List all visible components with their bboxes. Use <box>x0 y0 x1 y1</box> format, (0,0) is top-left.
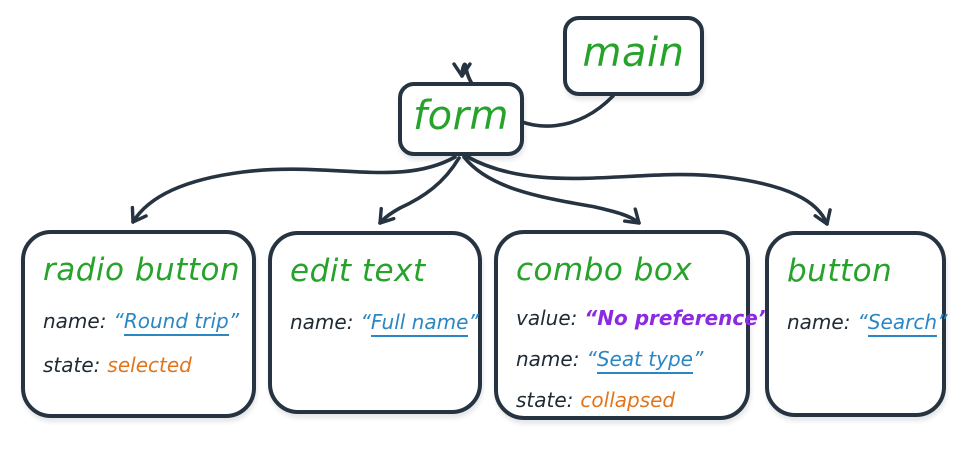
property-row-name: name:“Round trip” <box>43 306 239 336</box>
property-key: value: <box>516 306 578 330</box>
property-value: collapsed <box>580 388 676 412</box>
node-button-label: button <box>787 253 893 289</box>
property-value-text: Search <box>867 310 937 337</box>
property-row-name: name:“Search” <box>787 307 947 337</box>
node-button: button name:“Search” <box>765 231 947 417</box>
property-key: name: <box>290 310 354 334</box>
node-main-label: main <box>582 30 685 76</box>
node-form-label: form <box>413 93 509 139</box>
node-edit-text: edit text name:“Full name” <box>268 231 482 414</box>
open-quote: “ <box>113 309 124 333</box>
node-radio-button: radio button name:“Round trip” state:sel… <box>21 230 256 418</box>
edge-form-to-button <box>464 154 832 226</box>
property-key: name: <box>516 347 580 371</box>
property-key: state: <box>516 388 574 412</box>
edge-form-to-combo-box <box>462 155 641 225</box>
property-value: selected <box>107 353 192 377</box>
property-key: name: <box>787 310 851 334</box>
property-row-state: state:collapsed <box>516 385 730 415</box>
open-quote: “ <box>584 306 598 330</box>
property-value: “Round trip” <box>113 309 239 336</box>
open-quote: “ <box>857 310 868 334</box>
node-form: form <box>398 82 524 156</box>
property-row-name: name:“Full name” <box>290 307 479 337</box>
property-row-state: state:selected <box>43 350 236 380</box>
property-row-value: value:“No preference” <box>516 303 771 333</box>
node-main: main <box>563 16 704 96</box>
node-combo-box-label: combo box <box>516 252 693 288</box>
node-radio-button-label: radio button <box>43 252 241 288</box>
close-quote: ” <box>937 310 948 334</box>
property-value: “No preference” <box>584 306 770 330</box>
property-value: “Seat type” <box>586 347 703 374</box>
property-row-name: name:“Seat type” <box>516 344 730 374</box>
property-key: state: <box>43 353 101 377</box>
property-key: name: <box>43 309 107 333</box>
open-quote: “ <box>360 310 371 334</box>
close-quote: ” <box>228 309 240 333</box>
node-edit-text-label: edit text <box>290 253 426 289</box>
edge-form-to-radio-button <box>130 155 457 224</box>
property-value-text: Seat type <box>596 347 693 374</box>
property-value-text: Round trip <box>123 309 229 336</box>
property-value-text: Full name <box>370 310 469 337</box>
node-combo-box: combo box value:“No preference” name:“Se… <box>494 230 771 420</box>
close-quote: ” <box>692 347 704 371</box>
property-value: “Full name” <box>360 310 479 337</box>
edge-form-to-edit-text <box>378 156 461 225</box>
property-value-text: No preference <box>597 306 758 330</box>
close-quote: ” <box>468 310 479 334</box>
open-quote: “ <box>586 347 597 371</box>
property-value: “Search” <box>857 310 947 337</box>
